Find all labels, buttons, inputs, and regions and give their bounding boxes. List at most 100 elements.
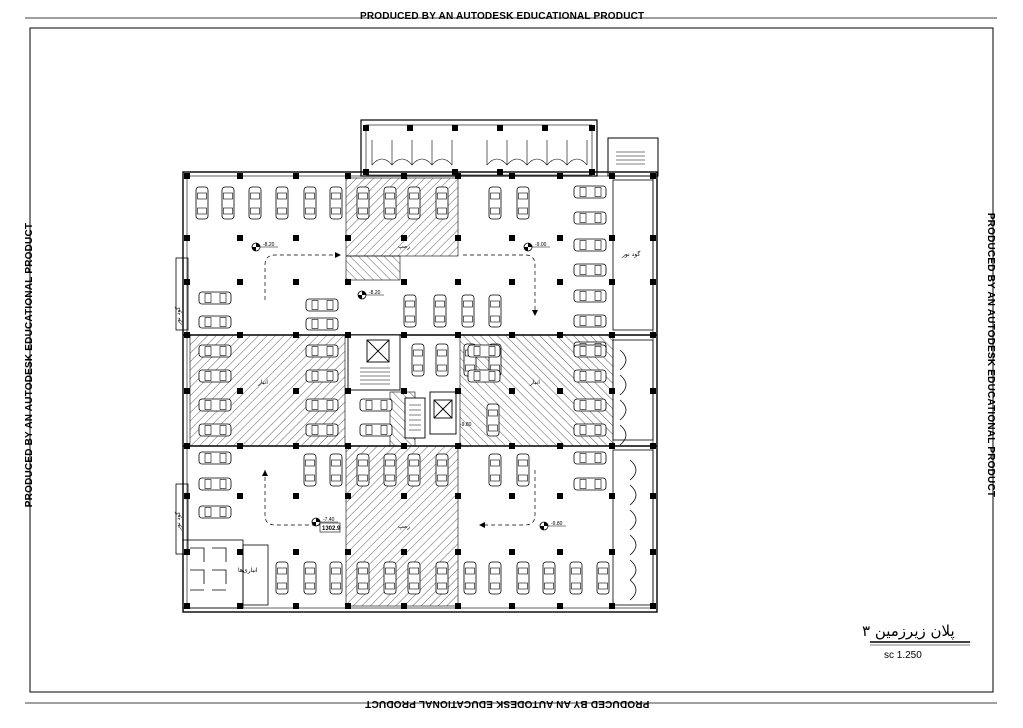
column xyxy=(345,493,351,499)
column xyxy=(557,549,563,555)
parking-car xyxy=(383,561,397,595)
column xyxy=(345,235,351,241)
column xyxy=(557,173,563,179)
column xyxy=(401,493,407,499)
parking-car xyxy=(407,453,421,487)
column xyxy=(237,235,243,241)
level-text-ramp: -8.20 xyxy=(369,290,381,296)
column xyxy=(455,388,461,394)
column xyxy=(345,332,351,338)
central-core xyxy=(347,334,457,439)
column xyxy=(237,388,243,394)
parking-car xyxy=(198,344,232,358)
column xyxy=(345,443,351,449)
parking-car xyxy=(463,561,477,595)
level-marker-ne: -9.00 xyxy=(523,242,551,252)
parking-car xyxy=(596,561,610,595)
ne-stair xyxy=(607,137,659,177)
parking-car xyxy=(467,344,501,358)
column xyxy=(609,603,615,609)
column xyxy=(509,549,515,555)
parking-car xyxy=(573,314,607,328)
parking-car xyxy=(407,561,421,595)
column xyxy=(401,443,407,449)
column xyxy=(184,279,190,285)
watermark-bottom: PRODUCED BY AN AUTODESK EDUCATIONAL PROD… xyxy=(365,698,650,709)
column xyxy=(345,173,351,179)
east-strip xyxy=(612,179,654,606)
parking-car xyxy=(573,211,607,225)
column xyxy=(455,332,461,338)
parking-car xyxy=(435,453,449,487)
column xyxy=(293,235,299,241)
level-marker-ramp: -8.20 xyxy=(357,290,385,300)
column xyxy=(345,549,351,555)
column xyxy=(293,443,299,449)
column xyxy=(363,169,369,175)
column xyxy=(497,169,503,175)
column xyxy=(401,173,407,179)
building-outline xyxy=(182,171,658,613)
parking-car xyxy=(275,186,289,220)
column xyxy=(509,388,515,394)
parking-car xyxy=(305,344,339,358)
column xyxy=(650,603,656,609)
parking-car xyxy=(573,344,607,358)
parking-car xyxy=(275,561,289,595)
column xyxy=(401,388,407,394)
label-light-well-w: گود نور xyxy=(174,307,182,326)
column xyxy=(293,332,299,338)
parking-car xyxy=(305,369,339,383)
column xyxy=(452,169,458,175)
column xyxy=(557,388,563,394)
column xyxy=(184,493,190,499)
parking-car xyxy=(573,451,607,465)
column xyxy=(557,235,563,241)
parking-car xyxy=(198,423,232,437)
parking-car xyxy=(305,298,339,312)
label-core-left: انبار xyxy=(257,379,268,386)
level-text-nw: -8.20 xyxy=(263,242,275,248)
parking-car xyxy=(573,369,607,383)
parking-car xyxy=(486,403,500,437)
level-marker-core: -9.80 xyxy=(460,422,472,428)
parking-car xyxy=(516,561,530,595)
traffic-arrows xyxy=(264,254,536,526)
parking-car xyxy=(248,186,262,220)
level-marker-se: -9.80 xyxy=(539,521,567,531)
label-light-well-sw: گود نور xyxy=(174,512,182,531)
column xyxy=(455,443,461,449)
column xyxy=(455,493,461,499)
column xyxy=(293,549,299,555)
column xyxy=(650,549,656,555)
column xyxy=(509,493,515,499)
column xyxy=(184,603,190,609)
parking-car xyxy=(359,423,393,437)
label-light-well-ne: گود نور xyxy=(621,250,640,258)
parking-car xyxy=(221,186,235,220)
parking-car xyxy=(542,561,556,595)
column xyxy=(509,443,515,449)
column xyxy=(509,235,515,241)
column xyxy=(609,332,615,338)
column xyxy=(609,279,615,285)
column xyxy=(609,173,615,179)
column xyxy=(650,443,656,449)
column xyxy=(589,169,595,175)
column xyxy=(401,279,407,285)
parking-car xyxy=(573,398,607,412)
parking-car xyxy=(516,453,530,487)
column xyxy=(237,493,243,499)
sheet-frame xyxy=(29,27,994,693)
column xyxy=(237,173,243,179)
column xyxy=(401,332,407,338)
plan-scale: sc 1.250 xyxy=(884,650,922,661)
parking-car xyxy=(573,423,607,437)
column xyxy=(363,125,369,131)
column xyxy=(455,549,461,555)
level-text-core: -9.80 xyxy=(460,422,472,428)
parking-car xyxy=(383,186,397,220)
parking-car xyxy=(303,186,317,220)
column xyxy=(293,388,299,394)
level-text-sw: -7.40 xyxy=(323,517,335,523)
